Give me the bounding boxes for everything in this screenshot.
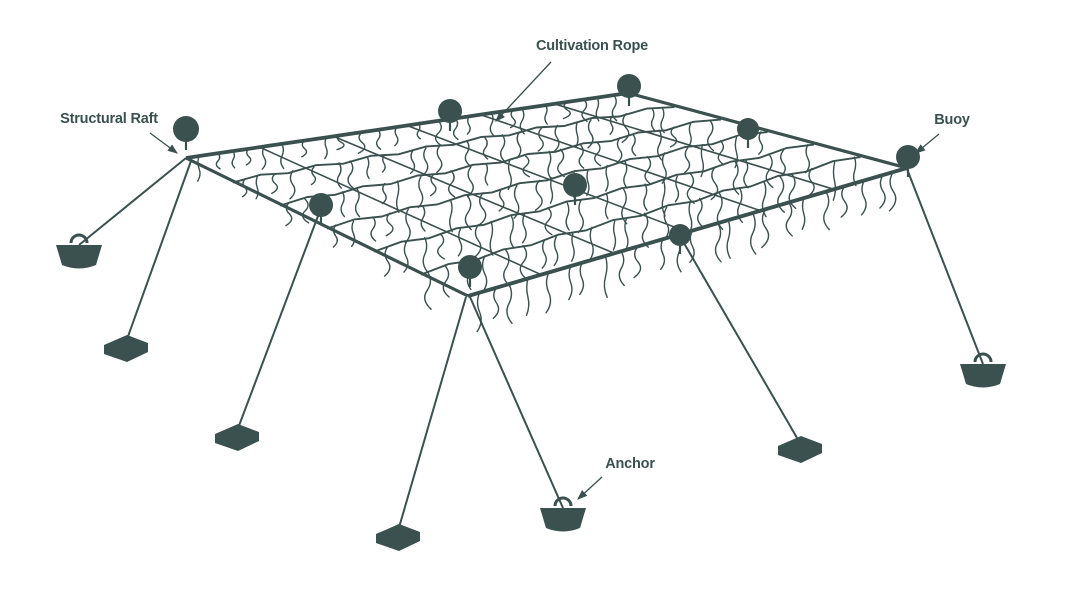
buoy-icon (669, 224, 691, 246)
anchor-weight (540, 508, 586, 532)
buoy-icon (563, 173, 587, 197)
anchor-weight (56, 245, 102, 269)
label-anchor: Anchor (605, 456, 655, 472)
label-structural-raft: Structural Raft (60, 111, 158, 127)
buoy-icon (173, 116, 199, 142)
arrow-structural_raft (149, 132, 179, 154)
mooring-line (397, 296, 467, 532)
label-cultivation-rope: Cultivation Rope (536, 38, 648, 54)
buoy-icon (896, 145, 920, 169)
anchors (56, 157, 1006, 551)
buoy-icon (438, 99, 462, 123)
arrow-cultivation_rope (495, 61, 552, 122)
buoy-icon (617, 74, 641, 98)
anchor-handle (69, 233, 89, 244)
anchor-weight (104, 335, 148, 362)
anchor-weight (376, 524, 420, 551)
anchor-weight (215, 424, 259, 451)
buoys (173, 74, 920, 287)
mooring-line (236, 207, 322, 432)
mooring-line (680, 237, 801, 444)
anchor-handle (973, 352, 993, 363)
anchor-weight (960, 364, 1006, 388)
mooring-line (469, 296, 564, 509)
rope-grid (185, 91, 908, 298)
mooring-line (906, 168, 984, 365)
annotation-arrows (149, 61, 940, 500)
label-buoy: Buoy (934, 112, 970, 128)
buoy-icon (458, 255, 482, 279)
buoy-icon (309, 193, 333, 217)
anchor-weight (778, 436, 822, 463)
arrow-buoy (914, 133, 940, 154)
anchor-handle (553, 496, 573, 507)
buoy-icon (737, 118, 759, 140)
mooring-line (125, 160, 192, 343)
arrow-anchor (577, 476, 603, 500)
mooring-line (78, 157, 187, 246)
